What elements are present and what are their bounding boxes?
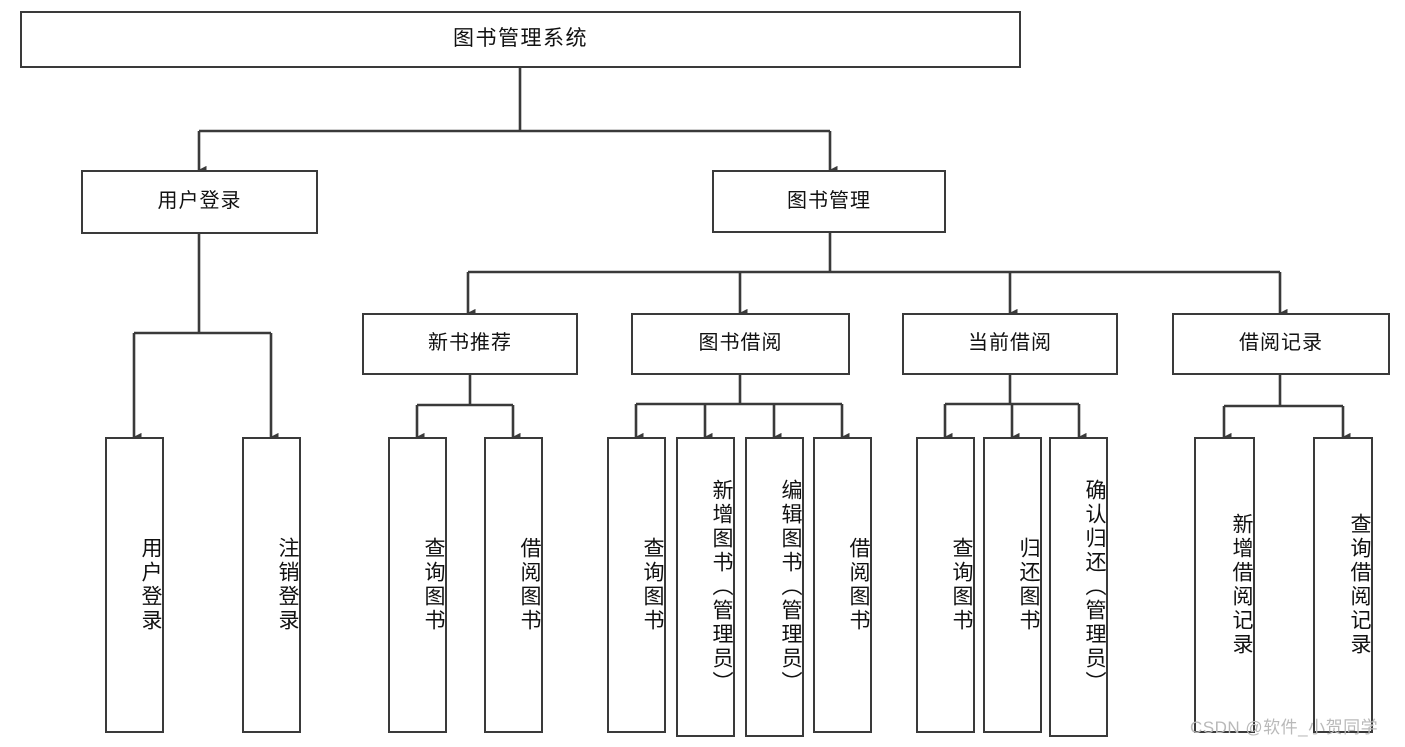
node-borrow-record[interactable]: 借阅记录 bbox=[1172, 313, 1390, 375]
leaf-borrow-add-book-admin[interactable]: 新增图书（管理员） bbox=[676, 437, 735, 737]
node-label: 图书借阅 bbox=[698, 332, 783, 355]
leaf-borrow-query-book[interactable]: 查询图书 bbox=[607, 437, 666, 733]
leaf-current-query-book[interactable]: 查询图书 bbox=[916, 437, 975, 733]
node-label: 借阅图书 bbox=[518, 537, 541, 633]
leaf-user-login-signout[interactable]: 注销登录 bbox=[242, 437, 301, 733]
leaf-user-login-signin[interactable]: 用户登录 bbox=[105, 437, 164, 733]
leaf-borrow-edit-book-admin[interactable]: 编辑图书（管理员） bbox=[745, 437, 804, 737]
node-label: 借阅记录 bbox=[1239, 332, 1323, 355]
node-label: 用户登录 bbox=[139, 537, 162, 633]
leaf-borrow-borrow-book[interactable]: 借阅图书 bbox=[813, 437, 872, 733]
node-book-borrow[interactable]: 图书借阅 bbox=[631, 313, 850, 375]
node-label: 查询借阅记录 bbox=[1348, 513, 1371, 657]
node-label: 用户登录 bbox=[157, 190, 242, 213]
node-label: 注销登录 bbox=[276, 537, 299, 633]
leaf-recommend-query-book[interactable]: 查询图书 bbox=[388, 437, 447, 733]
leaf-record-add-record[interactable]: 新增借阅记录 bbox=[1194, 437, 1255, 733]
node-label: 查询图书 bbox=[422, 537, 445, 633]
node-label: 归还图书 bbox=[1017, 537, 1040, 633]
node-label: 新书推荐 bbox=[428, 332, 512, 355]
node-current-borrow[interactable]: 当前借阅 bbox=[902, 313, 1118, 375]
node-label: 图书管理系统 bbox=[453, 27, 588, 51]
node-label: 查询图书 bbox=[641, 537, 664, 633]
leaf-current-return-book[interactable]: 归还图书 bbox=[983, 437, 1042, 733]
leaf-current-confirm-return-admin[interactable]: 确认归还（管理员） bbox=[1049, 437, 1108, 737]
leaf-record-query-record[interactable]: 查询借阅记录 bbox=[1313, 437, 1373, 733]
node-label: 新增图书（管理员） bbox=[710, 479, 733, 695]
node-label: 编辑图书（管理员） bbox=[779, 479, 802, 695]
node-new-book-recommend[interactable]: 新书推荐 bbox=[362, 313, 578, 375]
node-root-system[interactable]: 图书管理系统 bbox=[20, 11, 1021, 68]
node-book-management[interactable]: 图书管理 bbox=[712, 170, 946, 233]
leaf-recommend-borrow-book[interactable]: 借阅图书 bbox=[484, 437, 543, 733]
node-label: 新增借阅记录 bbox=[1230, 513, 1253, 657]
node-user-login[interactable]: 用户登录 bbox=[81, 170, 318, 234]
node-label: 确认归还（管理员） bbox=[1083, 479, 1106, 695]
node-label: 查询图书 bbox=[950, 537, 973, 633]
node-label: 借阅图书 bbox=[847, 537, 870, 633]
node-label: 图书管理 bbox=[787, 189, 871, 212]
node-label: 当前借阅 bbox=[968, 332, 1052, 355]
